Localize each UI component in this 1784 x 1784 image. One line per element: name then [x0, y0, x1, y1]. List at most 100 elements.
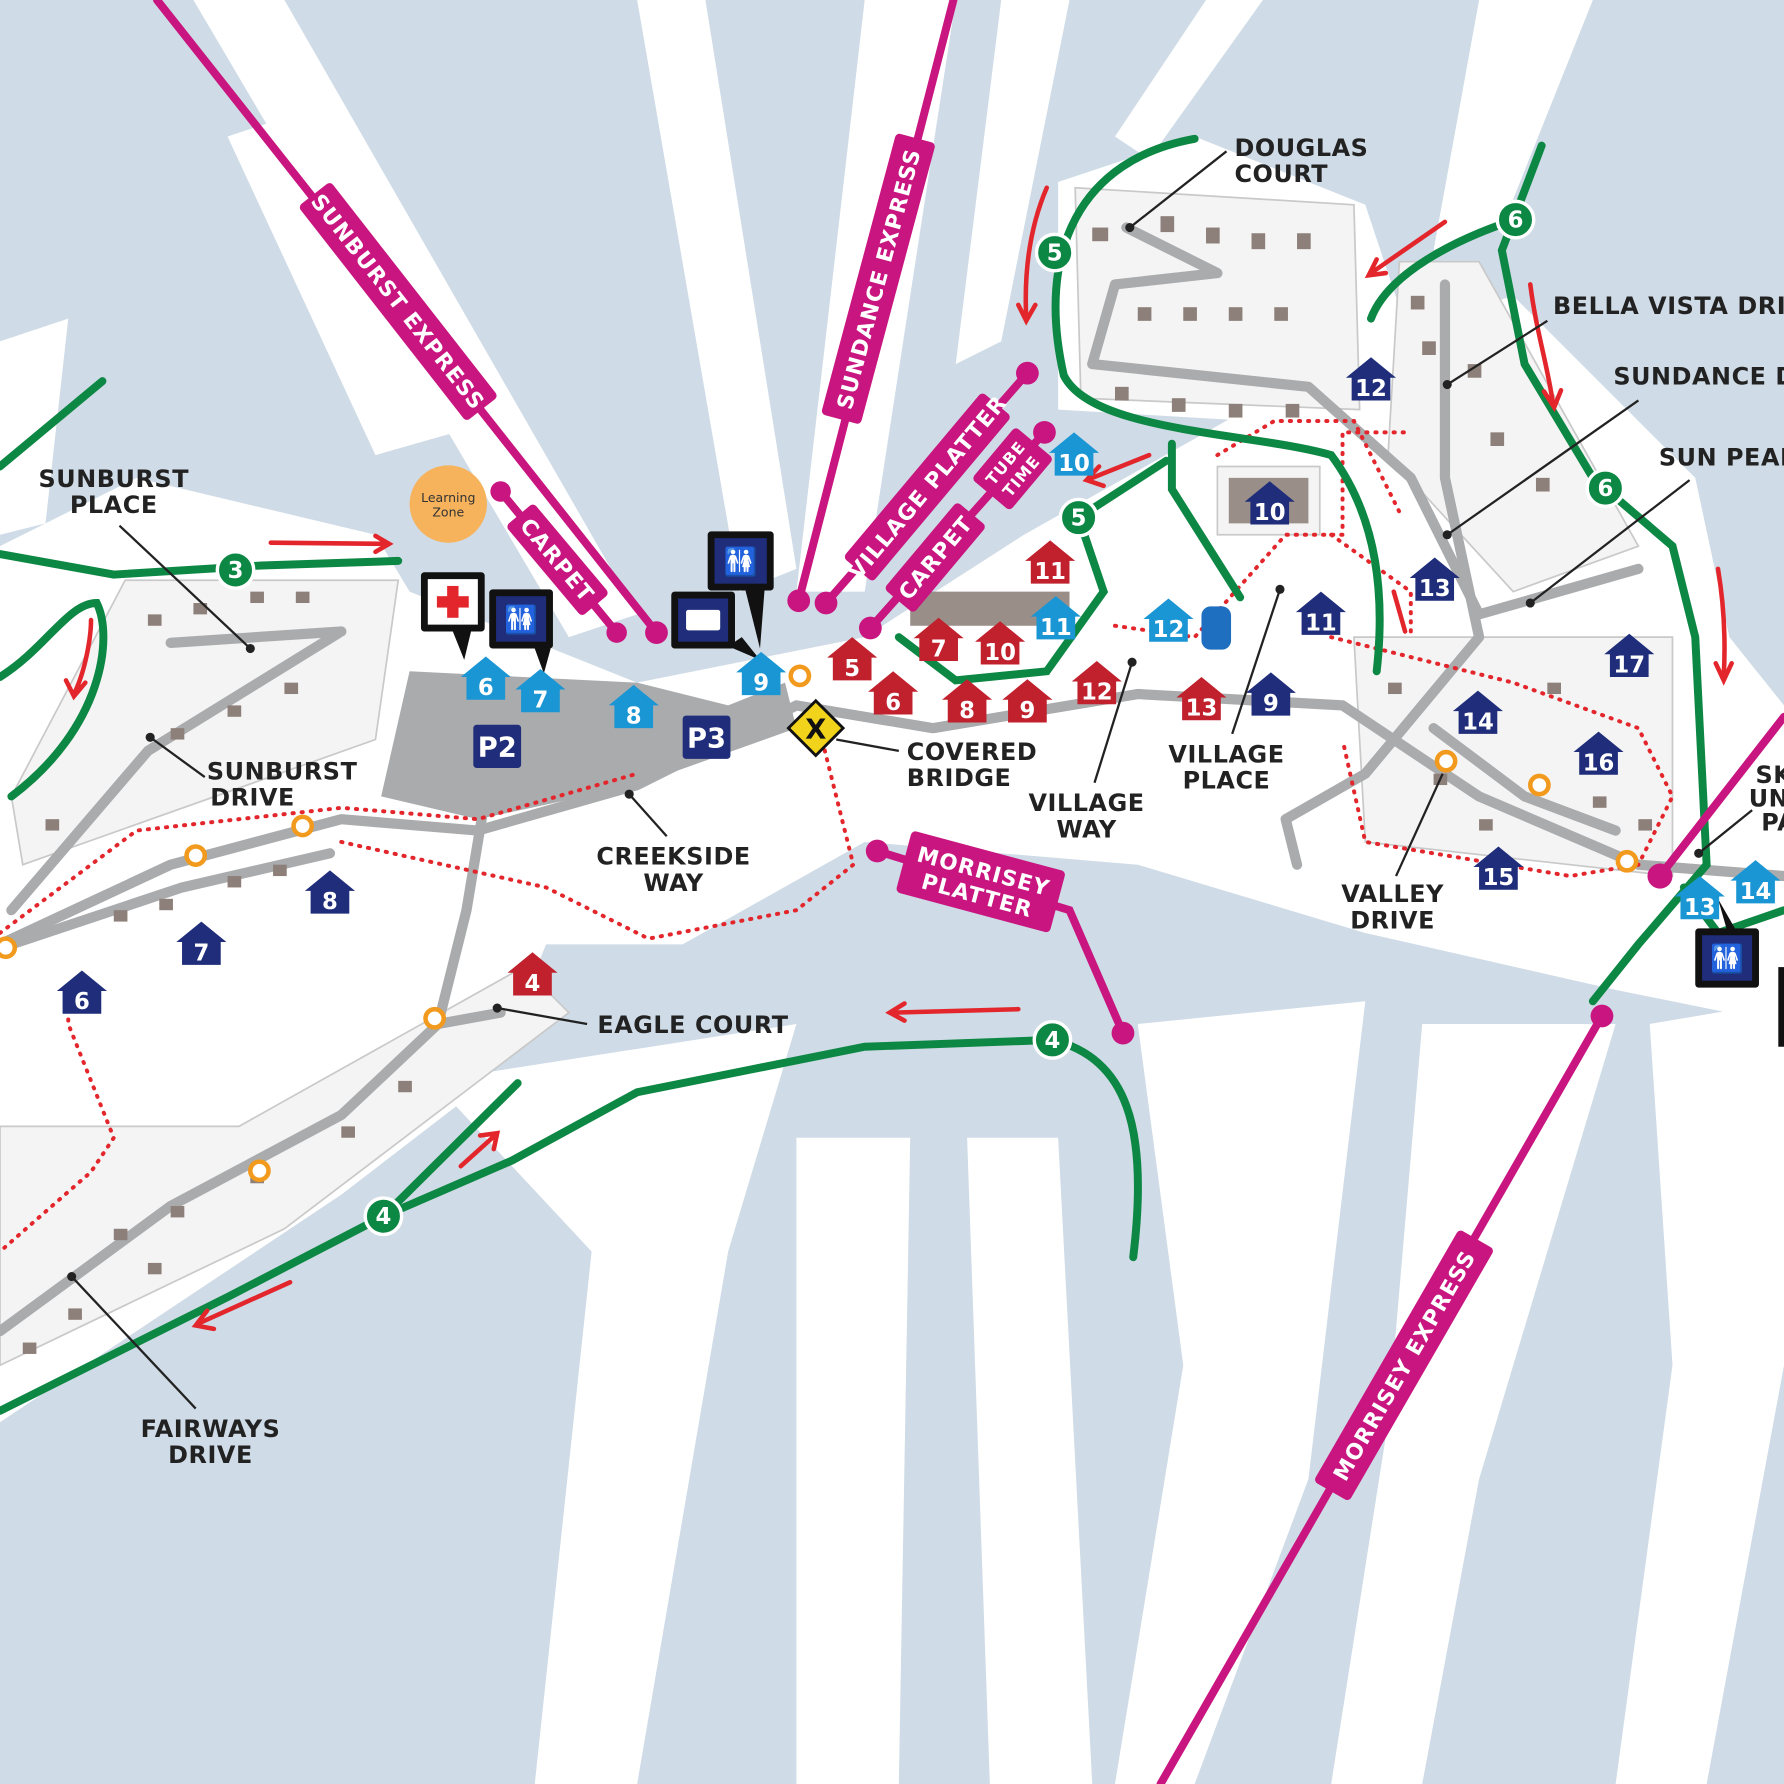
- svg-text:🚻: 🚻: [724, 546, 758, 578]
- trail-badge-4[interactable]: 4: [1032, 1019, 1073, 1060]
- house-marker-navy-8[interactable]: 8: [304, 870, 355, 915]
- house-number: 12: [1081, 680, 1113, 706]
- house-number: 14: [1462, 709, 1494, 735]
- house-marker-navy-14[interactable]: 14: [1452, 690, 1503, 736]
- bus-stop-icon[interactable]: [1528, 773, 1551, 797]
- svg-text:Learning: Learning: [421, 490, 475, 505]
- label-village-way: VILLAGE: [1028, 789, 1144, 817]
- trail-badge-6[interactable]: 6: [1495, 199, 1536, 240]
- partial-icon: [1778, 967, 1784, 1047]
- house-number: 9: [753, 671, 769, 697]
- house-marker-red-4[interactable]: 4: [507, 952, 558, 997]
- trail-number: 4: [376, 1204, 392, 1230]
- trail-badge-4[interactable]: 4: [363, 1196, 404, 1237]
- house-marker-red-8[interactable]: 8: [942, 679, 993, 724]
- house-marker-light-9[interactable]: 9: [736, 651, 787, 697]
- bus-stop-icon[interactable]: [423, 1006, 446, 1030]
- lift-terminal: [645, 621, 668, 644]
- right-lift-line[interactable]: [1656, 712, 1784, 881]
- house-number: 12: [1153, 617, 1185, 643]
- svg-text:P3: P3: [687, 724, 726, 755]
- house-marker-navy-12[interactable]: 12: [1345, 357, 1397, 402]
- learning-zone[interactable]: Learning Zone: [409, 465, 487, 543]
- house-marker-navy-15[interactable]: 15: [1473, 846, 1524, 891]
- house-marker-light-13[interactable]: 13: [1674, 876, 1725, 921]
- house-marker-red-12[interactable]: 12: [1071, 661, 1122, 706]
- house-marker-red-5[interactable]: 5: [827, 637, 878, 682]
- house-number: 13: [1419, 576, 1451, 602]
- house-marker-navy-11[interactable]: 11: [1295, 591, 1346, 637]
- svg-text:SKUNPA: SKUNPA: [1749, 761, 1784, 837]
- label-sundance-drive: SUNDANCE D: [1613, 363, 1784, 391]
- house-number: 10: [1254, 500, 1286, 526]
- label-valley-drive: VALLEY: [1341, 880, 1444, 908]
- bus-stops: [0, 664, 1639, 1183]
- bus-stop-icon[interactable]: [1434, 749, 1458, 773]
- house-number: 6: [885, 690, 901, 716]
- house-marker-light-8[interactable]: 8: [608, 684, 659, 730]
- blue-marker: [1201, 606, 1232, 650]
- restroom-icon[interactable]: 🚻: [707, 531, 774, 649]
- trail-badge-5[interactable]: 5: [1034, 232, 1075, 273]
- house-marker-red-9[interactable]: 9: [1002, 679, 1053, 724]
- house-marker-navy-10[interactable]: 10: [1244, 481, 1295, 526]
- leader-lines: [70, 150, 1753, 1410]
- house-marker-red-11[interactable]: 11: [1025, 540, 1076, 585]
- house-marker-light-7[interactable]: 7: [515, 669, 566, 714]
- label-partial: SK: [1756, 761, 1784, 789]
- restroom-icon[interactable]: 🚻: [489, 589, 553, 674]
- label-eagle-court: EAGLE COURT: [597, 1011, 788, 1039]
- house-marker-navy-6[interactable]: 6: [56, 970, 107, 1016]
- house-number: 14: [1740, 879, 1772, 905]
- house-marker-light-11[interactable]: 11: [1030, 596, 1081, 641]
- trail-badge-3[interactable]: 3: [215, 550, 256, 590]
- bus-stop-icon[interactable]: [248, 1159, 271, 1183]
- bus-stop-icon[interactable]: [1615, 849, 1639, 873]
- parking-p3[interactable]: P3: [682, 715, 731, 759]
- house-marker-light-10[interactable]: 10: [1049, 432, 1100, 477]
- house-marker-red-7[interactable]: 7: [913, 617, 964, 663]
- trail-badge-6[interactable]: 6: [1585, 468, 1626, 509]
- bus-stop-icon[interactable]: [0, 936, 18, 960]
- first-aid-icon[interactable]: [420, 572, 485, 660]
- house-marker-navy-9[interactable]: 9: [1245, 672, 1296, 717]
- house-marker-red-13[interactable]: 13: [1176, 676, 1227, 722]
- house-marker-navy-16[interactable]: 16: [1573, 731, 1624, 777]
- leader-dots: [67, 223, 1704, 1282]
- covered-bridge-sign[interactable]: X: [786, 698, 846, 758]
- house-number: 7: [931, 636, 947, 662]
- house-number: 10: [1058, 451, 1090, 477]
- bus-stop-icon[interactable]: [184, 844, 208, 867]
- house-number: 15: [1483, 865, 1515, 891]
- walking-paths: [0, 418, 1675, 1254]
- house-number: 11: [1034, 559, 1066, 585]
- trail-badge-5[interactable]: 5: [1058, 497, 1099, 538]
- label-creekside-way: CREEKSIDE: [596, 843, 750, 871]
- house-marker-red-10[interactable]: 10: [975, 621, 1026, 666]
- restroom-icon[interactable]: 🚻: [1695, 898, 1759, 988]
- bus-stop-icon[interactable]: [291, 814, 315, 838]
- trail-number: 3: [228, 558, 244, 584]
- house-marker-red-6[interactable]: 6: [868, 671, 919, 716]
- house-marker-light-14[interactable]: 14: [1730, 860, 1781, 905]
- house-number: 8: [322, 889, 338, 915]
- house-number: 13: [1684, 895, 1716, 921]
- house-marker-navy-13[interactable]: 13: [1409, 557, 1460, 603]
- house-marker-light-12[interactable]: 12: [1143, 598, 1194, 643]
- house-marker-navy-7[interactable]: 7: [176, 921, 227, 967]
- house-marker-navy-17[interactable]: 17: [1604, 633, 1655, 679]
- ticket-office-icon[interactable]: [671, 591, 761, 660]
- parking-p2[interactable]: P2: [473, 724, 522, 768]
- house-number: 17: [1613, 652, 1645, 678]
- house-number: 9: [1263, 691, 1279, 717]
- house-marker-light-6[interactable]: 6: [460, 656, 511, 701]
- bus-stop-icon[interactable]: [788, 664, 812, 688]
- house-number: 6: [478, 675, 494, 701]
